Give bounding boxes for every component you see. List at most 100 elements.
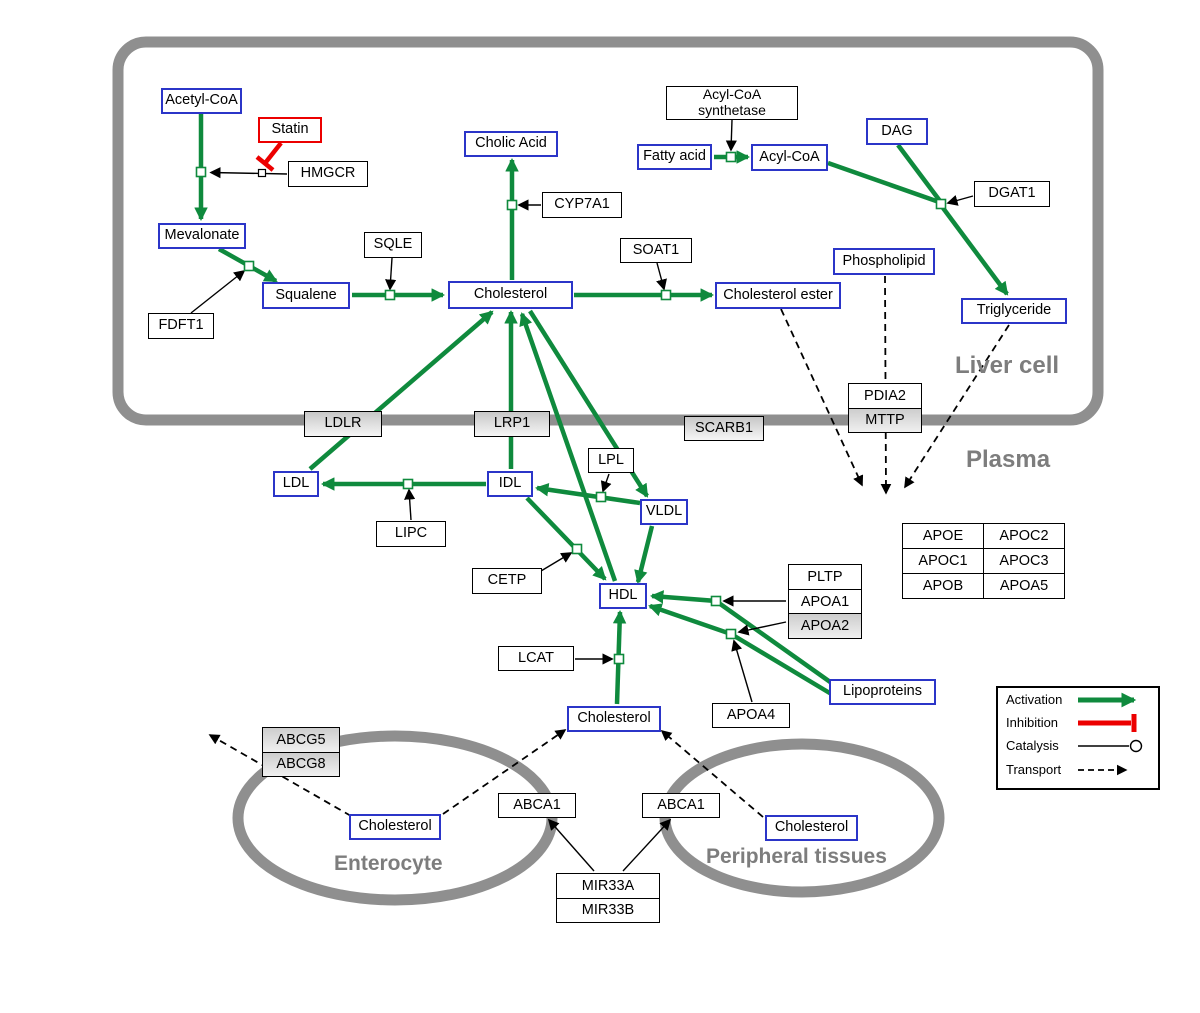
acyl-coa-synthetase-text: Acyl-CoA synthetase — [698, 87, 766, 118]
node-squalene[interactable]: Squalene — [262, 282, 350, 309]
node-apoa4[interactable]: APOA4 — [712, 703, 790, 728]
node-dag[interactable]: DAG — [866, 118, 928, 145]
node-triglyceride[interactable]: Triglyceride — [961, 298, 1067, 324]
edge-hdl-to-cholesterol — [519, 312, 618, 582]
node-ldl[interactable]: LDL — [273, 471, 319, 497]
enterocyte-outline — [232, 730, 558, 906]
legend — [996, 686, 1160, 790]
edge-peripheral-cholesterol-to-plasma — [660, 729, 764, 818]
node-abcg-stack: ABCG5 ABCG8 — [262, 727, 340, 777]
node-fatty-acid[interactable]: Fatty acid — [637, 144, 712, 170]
node-hmgcr[interactable]: HMGCR — [288, 161, 368, 187]
rxn-hmgcr — [195, 166, 207, 178]
compartment-outlines — [112, 36, 1104, 906]
rxn-soat1 — [660, 289, 672, 301]
cat-hmgcr — [209, 167, 288, 179]
cat-cetp — [540, 552, 573, 572]
rxn-dgat1 — [935, 198, 947, 210]
node-pdia2-mttp-stack: PDIA2 MTTP — [848, 383, 922, 433]
node-fdft1[interactable]: FDFT1 — [148, 313, 214, 339]
node-apoc1[interactable]: APOC1 — [903, 549, 983, 573]
node-statin[interactable]: Statin — [258, 117, 322, 143]
node-apoc2[interactable]: APOC2 — [984, 524, 1064, 548]
acyl-coa-synthetase-line1: Acyl-CoA — [702, 86, 762, 103]
node-sqle[interactable]: SQLE — [364, 232, 422, 258]
rxn-lcat — [613, 653, 625, 665]
legend-activation-label: Activation — [1006, 692, 1063, 707]
node-acyl-coa-synthetase[interactable]: Acyl-CoA synthetase — [666, 86, 798, 120]
node-pdia2[interactable]: PDIA2 — [848, 383, 922, 409]
node-lipc[interactable]: LIPC — [376, 521, 446, 547]
edge-triglyceride-to-plasma — [904, 324, 1010, 489]
rxn-sqle — [384, 289, 396, 301]
node-cholic-acid[interactable]: Cholic Acid — [464, 131, 558, 157]
node-apoa1[interactable]: APOA1 — [788, 589, 862, 615]
node-cholesterol-liver[interactable]: Cholesterol — [448, 281, 573, 309]
node-lrp1[interactable]: LRP1 — [474, 411, 550, 437]
edge-dag-to-dgat1-junction — [896, 143, 942, 203]
node-phospholipid[interactable]: Phospholipid — [833, 248, 935, 275]
node-mir33b[interactable]: MIR33B — [556, 898, 660, 923]
node-lipoproteins[interactable]: Lipoproteins — [829, 679, 936, 705]
inhibition-bar — [255, 155, 275, 172]
node-apoc3[interactable]: APOC3 — [984, 549, 1064, 573]
statin-target-node — [257, 168, 267, 178]
node-abcg8[interactable]: ABCG8 — [262, 752, 340, 777]
legend-catalysis-label: Catalysis — [1006, 738, 1059, 753]
node-mttp[interactable]: MTTP — [848, 408, 922, 433]
activation-edges — [194, 114, 1009, 705]
node-mir33a[interactable]: MIR33A — [556, 873, 660, 899]
node-lcat[interactable]: LCAT — [498, 646, 574, 671]
liver-cell-label: Liver cell — [955, 352, 1060, 379]
plasma-label: Plasma — [966, 446, 1051, 473]
node-acyl-coa[interactable]: Acyl-CoA — [751, 144, 828, 171]
node-abcg5[interactable]: ABCG5 — [262, 727, 340, 753]
node-cholesterol-ester[interactable]: Cholesterol ester — [715, 282, 841, 309]
rxn-acyl-coa-synthetase — [725, 151, 737, 163]
rxn-apoa-upper — [710, 595, 722, 607]
node-apoe[interactable]: APOE — [903, 524, 983, 548]
node-cholesterol-enterocyte[interactable]: Cholesterol — [349, 814, 441, 840]
node-apoa5[interactable]: APOA5 — [984, 574, 1064, 598]
node-pltp[interactable]: PLTP — [788, 564, 862, 590]
node-abca1-right[interactable]: ABCA1 — [642, 793, 720, 818]
rxn-cetp — [571, 543, 583, 555]
rxn-lipc — [402, 478, 414, 490]
node-idl[interactable]: IDL — [487, 471, 533, 497]
cat-mir33-to-abca1-left — [547, 818, 595, 872]
enterocyte-label: Enterocyte — [334, 852, 443, 875]
node-apoa2[interactable]: APOA2 — [788, 614, 862, 640]
node-cholesterol-peripheral[interactable]: Cholesterol — [765, 815, 858, 841]
node-mevalonate[interactable]: Mevalonate — [158, 223, 246, 249]
node-soat1[interactable]: SOAT1 — [620, 238, 692, 263]
node-lpl[interactable]: LPL — [588, 448, 634, 473]
node-vldl[interactable]: VLDL — [640, 499, 688, 525]
edge-vldl-to-hdl — [634, 525, 655, 584]
cat-apoa4 — [731, 639, 753, 703]
reaction-nodes — [195, 151, 947, 665]
node-cyp7a1[interactable]: CYP7A1 — [542, 192, 622, 218]
rxn-apoa-lower — [725, 628, 737, 640]
node-scarb1[interactable]: SCARB1 — [684, 416, 764, 441]
cat-soat1 — [656, 262, 667, 291]
legend-transport-label: Transport — [1006, 762, 1062, 777]
node-apob[interactable]: APOB — [903, 574, 983, 598]
node-ldlr[interactable]: LDLR — [304, 411, 382, 437]
legend-catalysis-circle — [1129, 739, 1143, 753]
inhibition-line — [264, 141, 283, 164]
rxn-cyp7a1 — [506, 199, 518, 211]
legend-symbols — [1078, 692, 1143, 776]
edge-vldl-to-idl — [534, 482, 641, 506]
node-dgat1[interactable]: DGAT1 — [974, 181, 1050, 207]
node-hdl[interactable]: HDL — [599, 583, 647, 609]
node-cetp[interactable]: CETP — [472, 568, 542, 594]
node-cholesterol-plasma[interactable]: Cholesterol — [567, 706, 661, 732]
liver-cell-outline — [112, 36, 1104, 426]
edge-idl-to-hdl-via-cetp — [525, 496, 607, 581]
node-abca1-left[interactable]: ABCA1 — [498, 793, 576, 818]
node-acetyl-coa[interactable]: Acetyl-CoA — [161, 88, 242, 114]
peripheral-tissues-label: Peripheral tissues — [706, 845, 887, 868]
cat-lipc — [404, 488, 416, 521]
